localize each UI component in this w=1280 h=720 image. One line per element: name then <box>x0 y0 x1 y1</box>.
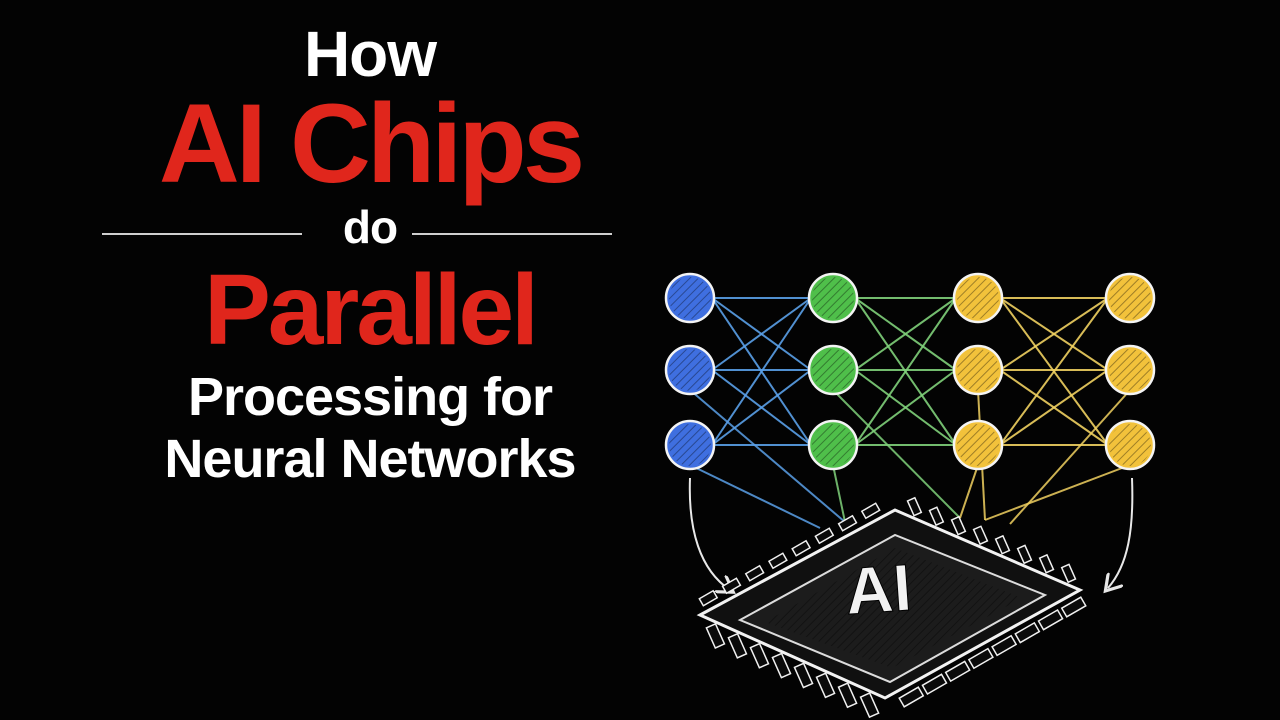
network-link <box>711 369 812 446</box>
chip-pin <box>727 632 748 659</box>
chip-pin <box>814 527 835 545</box>
title-do: do <box>342 201 398 253</box>
chip-pin <box>1016 544 1033 565</box>
network-link <box>711 297 812 371</box>
network-nodes <box>664 272 1156 471</box>
chip-pins <box>698 496 1087 719</box>
network-link <box>999 297 1109 371</box>
network-connections <box>711 297 1109 446</box>
network-node <box>807 344 859 396</box>
chip-pin <box>749 642 770 669</box>
chip-pin <box>1037 609 1064 631</box>
chip-pin <box>767 552 788 570</box>
divider-right <box>412 233 612 235</box>
chip-pin <box>837 514 858 532</box>
chip-pin <box>950 515 967 536</box>
chip-pin <box>898 686 925 708</box>
chip-pin <box>705 622 726 649</box>
chip-pin <box>1060 563 1077 584</box>
network-node <box>807 272 859 324</box>
chip-link <box>1009 389 1131 525</box>
chip-pin <box>791 539 812 557</box>
network-node <box>952 419 1004 471</box>
title-do-row: do <box>60 204 680 260</box>
chip-pin <box>906 496 923 517</box>
chip-pin <box>721 577 742 595</box>
network-link <box>854 369 957 446</box>
chip-pin <box>837 682 858 709</box>
chip-pin <box>793 662 814 689</box>
chip-link <box>689 464 821 529</box>
chip-link <box>959 464 979 519</box>
network-node <box>952 344 1004 396</box>
chip-pin <box>859 692 880 719</box>
title-parallel: Parallel <box>204 254 539 366</box>
network-link <box>711 297 812 446</box>
chip-pin <box>972 525 989 546</box>
chip-pin <box>967 647 994 670</box>
title-how: How <box>303 18 437 90</box>
divider-left <box>102 233 302 235</box>
chip-pin <box>1014 621 1041 644</box>
chip-link <box>689 389 846 523</box>
chip-link <box>984 464 1131 521</box>
chip-die-texture <box>765 548 1022 668</box>
network-node <box>1104 419 1156 471</box>
chip-connections <box>689 389 1131 529</box>
chip-pin <box>928 506 945 527</box>
network-node <box>807 419 859 471</box>
chip-label: AI <box>843 550 914 628</box>
title-ai-chips: AI Chips <box>158 81 585 206</box>
chip-pin <box>1060 596 1087 618</box>
left-flow-arrow <box>688 477 730 590</box>
chip-pin <box>944 660 971 683</box>
network-node <box>952 272 1004 324</box>
right-flow-arrow <box>1108 477 1134 588</box>
title-neural-networks: Neural Networks <box>164 429 576 489</box>
chip-pin <box>921 673 948 695</box>
chip-pin <box>860 502 881 520</box>
chip-link <box>832 389 961 519</box>
flow-arrows <box>688 477 1134 590</box>
title-block: How AI Chips do Parallel Processing for … <box>60 10 680 486</box>
network-node <box>1104 344 1156 396</box>
network-node <box>1104 272 1156 324</box>
network-node <box>664 344 716 396</box>
network-link <box>854 297 957 446</box>
network-node <box>664 419 716 471</box>
title-processing-for: Processing for <box>187 367 553 427</box>
chip-pin <box>815 672 836 699</box>
ai-chip: AI <box>696 496 1087 719</box>
network-link <box>854 297 957 371</box>
network-link <box>999 369 1109 446</box>
chip-pin <box>698 589 719 607</box>
network-node <box>664 272 716 324</box>
chip-pin <box>994 534 1011 555</box>
chip-pin <box>1038 553 1055 574</box>
chip-pin <box>771 652 792 679</box>
network-link <box>999 297 1109 446</box>
chip-link <box>832 464 846 523</box>
chip-pin <box>991 634 1018 657</box>
chip-pin <box>744 564 765 582</box>
